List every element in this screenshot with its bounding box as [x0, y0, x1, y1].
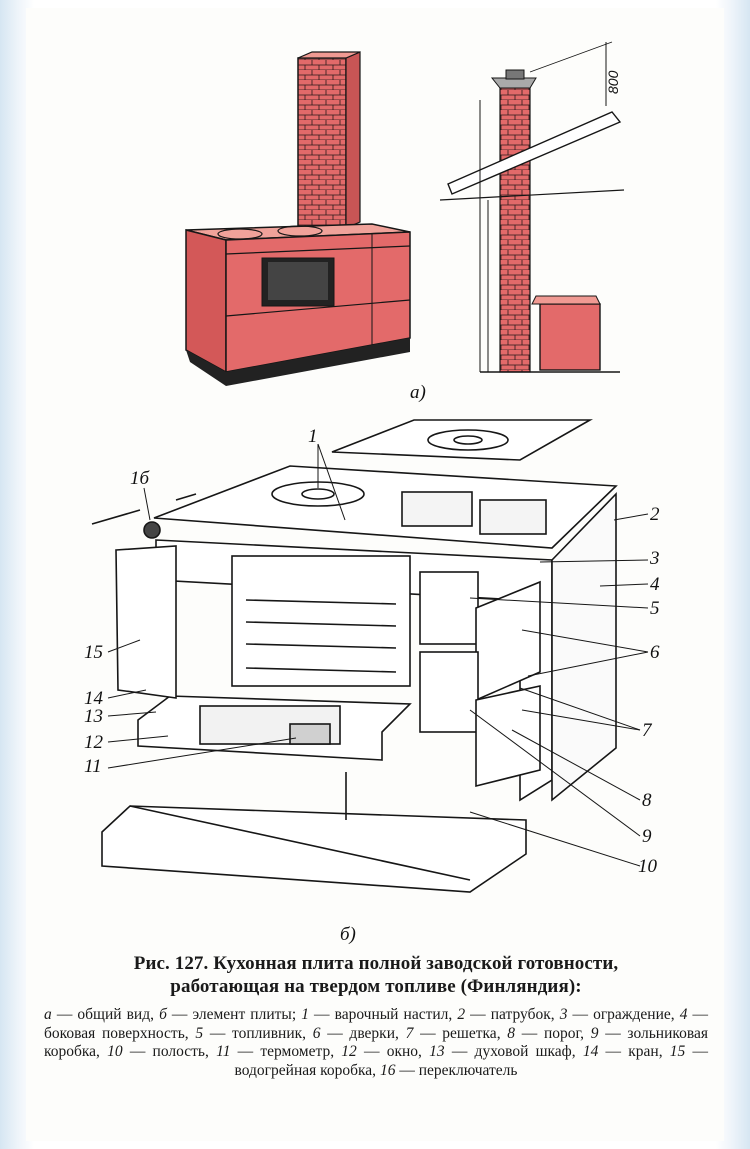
stove-front: [185, 229, 227, 374]
callout-6: 6: [650, 642, 660, 663]
legend-key: 13: [429, 1043, 445, 1060]
legend-text: — духовой шкаф,: [444, 1043, 583, 1060]
legend-key: б: [159, 1006, 167, 1023]
legend-key: 11: [216, 1043, 231, 1060]
general-view: [185, 51, 411, 386]
legend-text: — общий вид,: [51, 1006, 160, 1023]
legend-key: 9: [590, 1024, 599, 1042]
figure-caption: Рис. 127. Кухонная плита полной заводско…: [44, 952, 708, 1080]
legend-text: — боковая поверхность,: [44, 1006, 709, 1042]
callout-7: 7: [642, 720, 653, 741]
legend-text: — полость,: [122, 1043, 217, 1060]
legend-text: — элемент плиты;: [166, 1006, 302, 1023]
callout-2: 2: [650, 504, 660, 525]
stove-figure: а) 800: [84, 41, 660, 945]
legend-key: а: [44, 1006, 52, 1023]
callout-10: 10: [638, 856, 658, 877]
callout-15: 15: [84, 642, 103, 663]
legend-text: — ограждение,: [567, 1006, 680, 1023]
caption-title: Рис. 127. Кухонная плита полной заводско…: [44, 952, 708, 998]
callout-12: 12: [84, 732, 104, 753]
legend-text: — дверки,: [320, 1024, 406, 1042]
legend-key: 14: [582, 1043, 599, 1060]
legend-text: — порог,: [515, 1024, 591, 1042]
legend-key: 5: [195, 1024, 204, 1042]
legend-text: — термометр,: [230, 1043, 342, 1060]
legend-text: — зольниковая коробка,: [44, 1024, 709, 1061]
callout-11: 11: [84, 756, 102, 777]
legend-text: — окно,: [356, 1043, 430, 1060]
part-a-label: а): [410, 382, 426, 403]
callout-5: 5: [650, 598, 660, 619]
callout-3: 3: [649, 548, 660, 569]
leader-lines: [107, 443, 649, 867]
stove-element-view: [91, 419, 618, 893]
callout-labels: 1 1б 2 3 4 5 6 7 8 9 10 11 12 13 14 15: [84, 426, 660, 877]
legend-key: 3: [559, 1006, 568, 1023]
legend-key: 4: [679, 1006, 688, 1023]
dimension-label: 800: [605, 70, 621, 94]
callout-4: 4: [650, 574, 660, 595]
legend-text: — топливник,: [203, 1024, 313, 1042]
legend-key: 6: [312, 1024, 321, 1042]
callout-13: 13: [84, 706, 103, 727]
part-b-label: б): [340, 924, 356, 945]
legend-key: 7: [405, 1024, 414, 1042]
callout-8: 8: [642, 790, 652, 811]
section-view: [439, 41, 625, 373]
legend-key: 15: [669, 1043, 686, 1060]
legend-key: 10: [107, 1043, 123, 1060]
chimney: [297, 57, 347, 229]
legend-key: 16: [379, 1061, 396, 1079]
caption-title-line1: Рис. 127. Кухонная плита полной заводско…: [133, 953, 619, 974]
legend-key: 8: [507, 1024, 516, 1042]
legend-text: — решетка,: [413, 1024, 508, 1042]
legend-key: 1: [301, 1006, 309, 1023]
legend-key: 12: [341, 1043, 357, 1060]
callout-16: 1б: [130, 468, 151, 489]
caption-legend: а — общий вид, б — элемент плиты; 1 — ва…: [44, 1006, 708, 1080]
caption-title-line2: работающая на твердом топливе (Финляндия…: [170, 976, 582, 997]
legend-text: — патрубок,: [465, 1006, 560, 1023]
legend-text: — кран,: [598, 1043, 670, 1060]
callout-1: 1: [308, 426, 318, 447]
callout-14: 14: [84, 688, 104, 709]
callout-9: 9: [642, 826, 652, 847]
legend-text: — варочный настил,: [308, 1006, 458, 1023]
legend-text: — переключатель: [395, 1061, 518, 1079]
legend-key: 2: [457, 1006, 466, 1023]
legend-text: — водогрейная коробка,: [234, 1043, 709, 1079]
